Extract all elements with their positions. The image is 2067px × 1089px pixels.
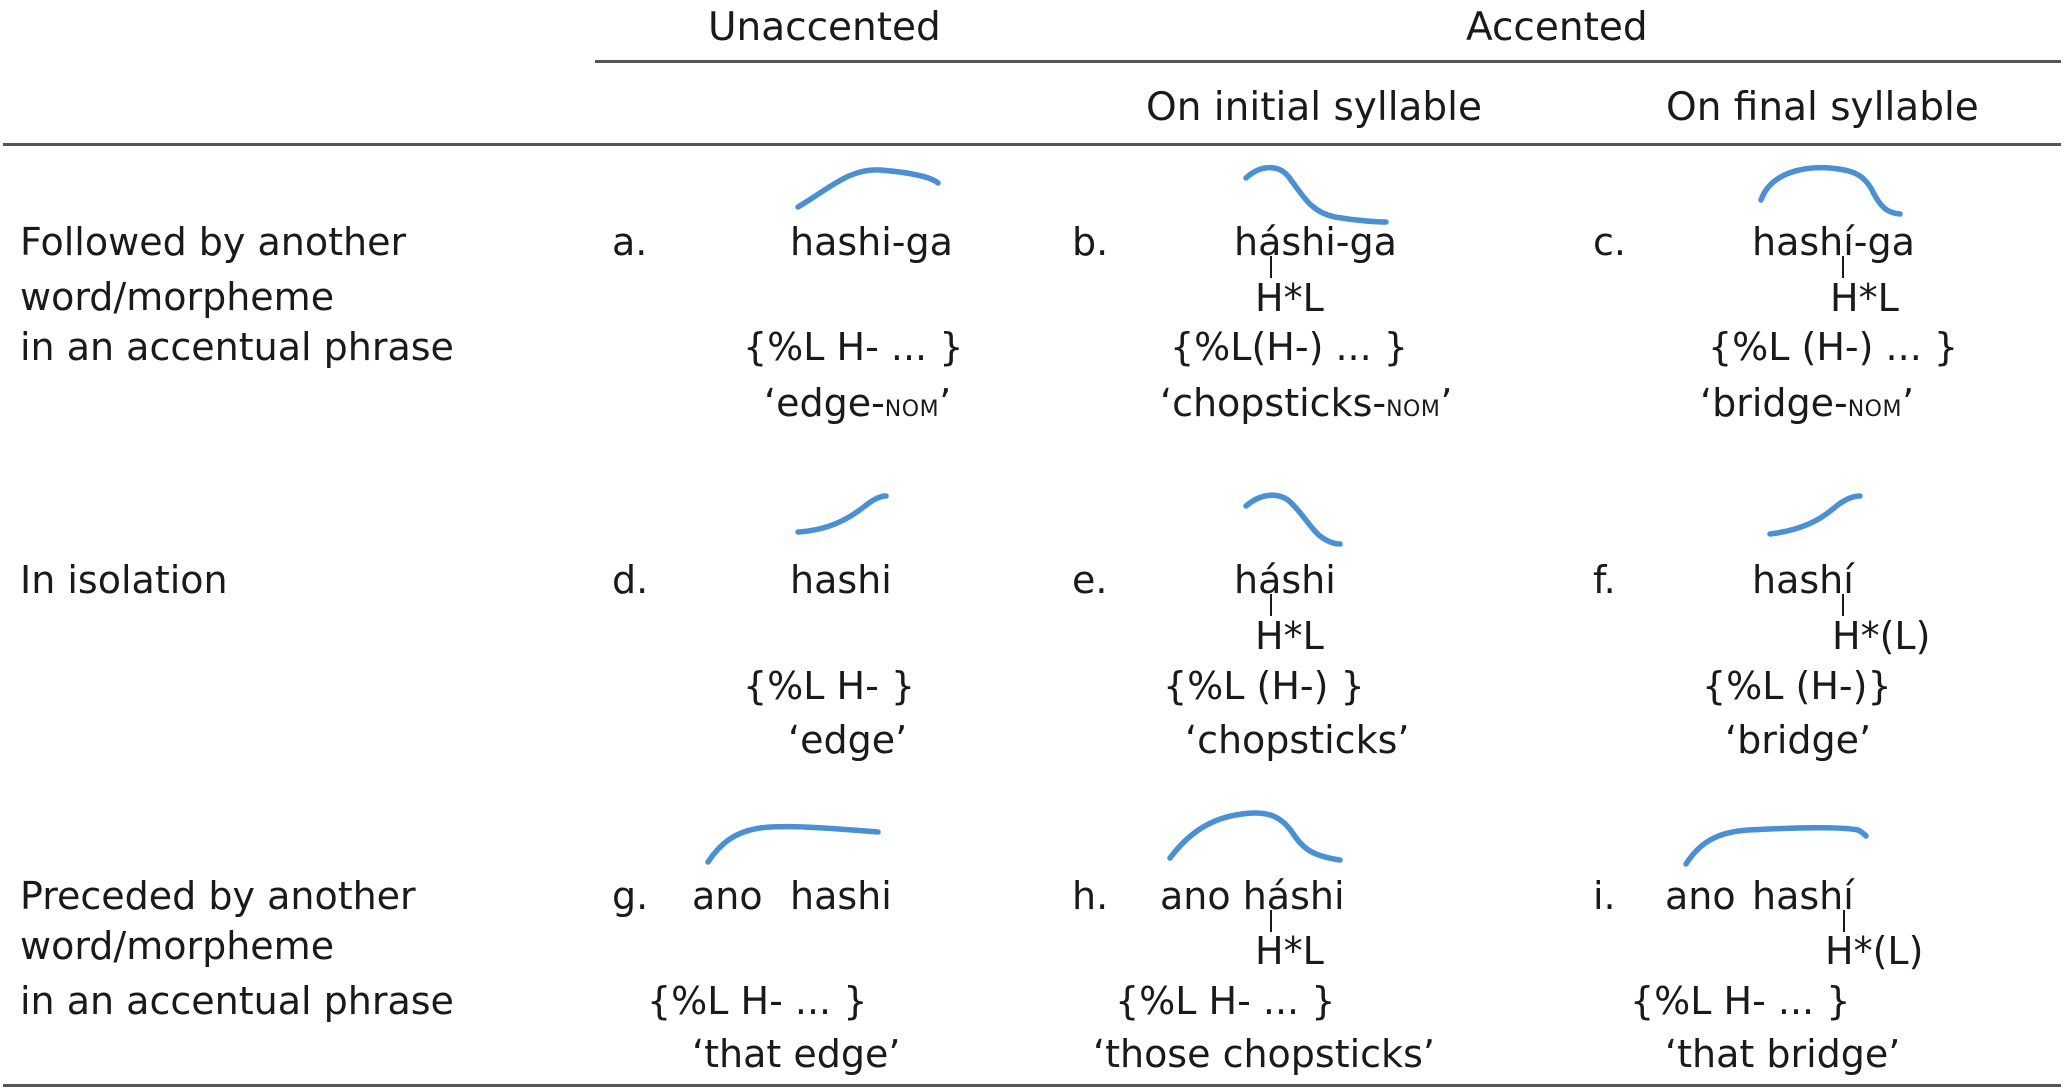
tone-structure-d: {%L H- }: [743, 664, 916, 708]
tone-structure-i: {%L H- ... }: [1630, 979, 1851, 1023]
table-bottom-rule: [3, 1084, 2061, 1087]
header-initial-syllable: On initial syllable: [1146, 85, 1483, 130]
pitch-contour-f: [1767, 493, 1863, 537]
association-line-b: [1270, 256, 1272, 278]
header-unaccented: Unaccented: [708, 5, 941, 50]
row1-label-line3: in an accentual phrase: [20, 325, 454, 369]
pitch-contour-g: [705, 823, 881, 865]
gloss-i: ‘that bridge’: [1665, 1032, 1901, 1076]
gloss-a: ‘edge-nom’: [764, 381, 952, 425]
pitch-contour-a: [795, 167, 941, 210]
association-line-i: [1843, 910, 1845, 932]
example-word-i-2: hashí: [1752, 874, 1854, 918]
tone-structure-b: {%L(H-) ... }: [1170, 325, 1408, 369]
accent-tone-h: H*L: [1255, 929, 1324, 973]
tone-structure-c: {%L (H-) ... }: [1708, 325, 1959, 369]
pitch-contour-i: [1683, 824, 1869, 867]
example-word-b: háshi-ga: [1234, 220, 1397, 264]
pitch-contour-d: [795, 493, 889, 535]
gloss-h: ‘those chopsticks’: [1093, 1032, 1435, 1076]
tone-structure-e: {%L (H-) }: [1163, 664, 1365, 708]
association-line-h: [1270, 910, 1272, 932]
example-label-h: h.: [1072, 874, 1109, 918]
accent-tone-b: H*L: [1255, 276, 1324, 320]
row2-label: In isolation: [20, 558, 228, 602]
tone-structure-g: {%L H- ... }: [647, 979, 868, 1023]
example-label-c: c.: [1593, 220, 1626, 264]
row1-label-line2: word/morpheme: [20, 275, 335, 319]
pitch-contour-c: [1758, 164, 1903, 217]
gloss-f: ‘bridge’: [1725, 718, 1872, 762]
row3-label-line3: in an accentual phrase: [20, 979, 454, 1023]
gloss-e: ‘chopsticks’: [1185, 718, 1410, 762]
example-label-g: g.: [612, 874, 649, 918]
row3-label-line2: word/morpheme: [20, 924, 335, 968]
example-word-g-2: hashi: [790, 874, 892, 918]
tone-structure-a: {%L H- ... }: [743, 325, 964, 369]
accent-tone-i: H*(L): [1825, 929, 1924, 973]
example-label-e: e.: [1072, 558, 1108, 602]
association-line-c: [1842, 256, 1844, 278]
association-line-f: [1842, 594, 1844, 616]
example-label-b: b.: [1072, 220, 1109, 264]
tone-structure-h: {%L H- ... }: [1115, 979, 1336, 1023]
tone-structure-f: {%L (H-)}: [1702, 664, 1892, 708]
accent-tone-f: H*(L): [1832, 614, 1931, 658]
header-bottom-rule: [3, 143, 2061, 146]
header-group-rule: [595, 60, 2061, 63]
row1-label-line1: Followed by another: [20, 220, 407, 264]
example-label-f: f.: [1593, 558, 1616, 602]
gloss-d: ‘edge’: [788, 718, 908, 762]
gloss-c: ‘bridge-nom’: [1700, 381, 1915, 425]
example-word-e: háshi: [1234, 558, 1336, 602]
pitch-contour-e: [1243, 492, 1343, 547]
example-word-h: ano háshi: [1160, 874, 1345, 918]
gloss-b: ‘chopsticks-nom’: [1160, 381, 1453, 425]
example-label-i: i.: [1593, 874, 1616, 918]
header-final-syllable: On final syllable: [1666, 85, 1979, 130]
pitch-contour-b: [1243, 164, 1389, 225]
example-word-a: hashi-ga: [790, 220, 953, 264]
row3-label-line1: Preceded by another: [20, 874, 416, 918]
example-word-g-1: ano: [692, 874, 763, 918]
pitch-contour-h: [1167, 810, 1343, 863]
gloss-g: ‘that edge’: [692, 1032, 901, 1076]
example-label-d: d.: [612, 558, 649, 602]
example-word-i-1: ano: [1665, 874, 1736, 918]
accent-tone-c: H*L: [1830, 276, 1899, 320]
accent-tone-e: H*L: [1255, 614, 1324, 658]
example-word-c: hashí-ga: [1752, 220, 1915, 264]
example-label-a: a.: [612, 220, 648, 264]
association-line-e: [1270, 594, 1272, 616]
header-accented: Accented: [1466, 5, 1648, 50]
example-word-d: hashi: [790, 558, 892, 602]
example-word-f: hashí: [1752, 558, 1854, 602]
